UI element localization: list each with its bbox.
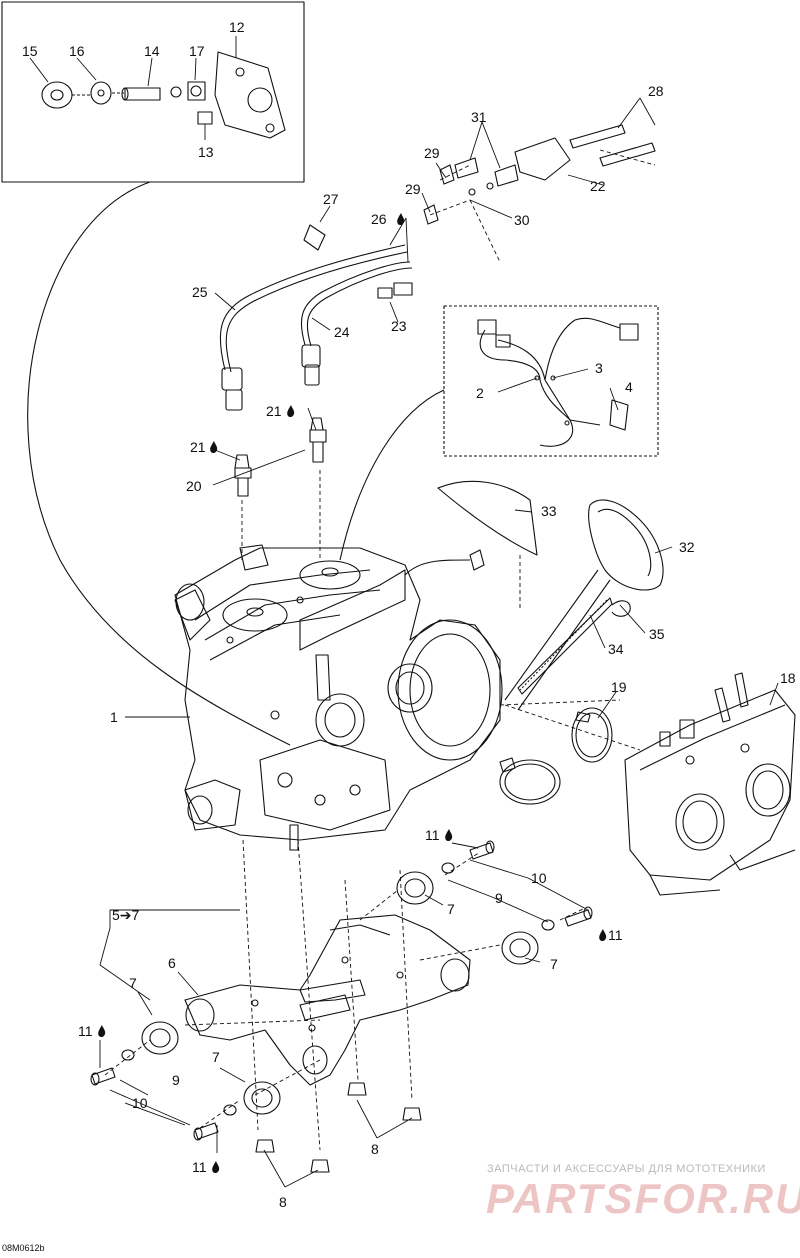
callout-11d: 11	[192, 1159, 207, 1175]
inset-parts	[41, 51, 286, 139]
connectors-top	[377, 124, 656, 299]
drop-icon	[210, 441, 218, 454]
carburetors	[624, 672, 796, 896]
watermark-logo: PARTSFOR.RU	[486, 1175, 800, 1222]
engine-block	[174, 544, 503, 851]
watermark-caption: ЗАПЧАСТИ И АКСЕССУАРЫ ДЛЯ МОТОТЕХНИКИ	[487, 1163, 766, 1175]
inset-box-top	[1, 1, 305, 183]
callout-25: 25	[192, 284, 208, 300]
callout-31: 31	[471, 109, 487, 125]
callout-29b: 29	[405, 181, 421, 197]
callout-20: 20	[186, 478, 202, 494]
inset-leader-curve	[27, 181, 291, 746]
callout-13: 13	[198, 144, 214, 160]
callout-3: 3	[595, 360, 603, 376]
callout-23: 23	[391, 318, 407, 334]
drawing-code: 08M0612b	[2, 1243, 45, 1253]
callout-leaders	[29, 36, 779, 1188]
callout-35: 35	[649, 626, 665, 642]
callout-10a: 10	[531, 870, 547, 886]
callout-28: 28	[648, 83, 664, 99]
callout-1: 1	[110, 709, 118, 725]
drop-icon	[98, 1025, 106, 1038]
callout-2: 2	[476, 385, 484, 401]
callout-22: 22	[590, 178, 606, 194]
engine-mount-plate	[184, 914, 471, 1086]
callout-21a: 21	[266, 403, 282, 419]
drop-icon	[397, 213, 405, 226]
callout-5to7: 5➔7	[112, 907, 140, 923]
assembly-lines	[104, 149, 656, 1151]
callout-24: 24	[334, 324, 350, 340]
callout-14: 14	[144, 43, 160, 59]
callout-18: 18	[780, 670, 796, 686]
callout-labels: 15 16 14 17 12 13 28 31 29 29 22 30 27 2…	[22, 19, 796, 1210]
wiring-harness	[477, 317, 639, 447]
callout-26: 26	[371, 211, 387, 227]
rubber-mounts	[141, 871, 539, 1115]
callout-21b: 21	[190, 439, 206, 455]
drop-icon	[212, 1161, 220, 1174]
callout-7b: 7	[550, 956, 558, 972]
callout-15: 15	[22, 43, 38, 59]
drop-icon	[445, 829, 453, 842]
fasteners	[90, 840, 593, 1173]
air-silencer-tube	[437, 480, 664, 711]
callout-7d: 7	[212, 1049, 220, 1065]
drop-icon	[599, 929, 607, 942]
callout-9b: 9	[172, 1072, 180, 1088]
spark-plugs	[234, 417, 327, 497]
drop-icon	[287, 405, 295, 418]
callout-29a: 29	[424, 145, 440, 161]
clamps	[499, 707, 613, 805]
callout-8a: 8	[371, 1141, 379, 1157]
callout-9a: 9	[495, 890, 503, 906]
callout-12: 12	[229, 19, 245, 35]
callout-10b: 10	[132, 1095, 148, 1111]
callout-34: 34	[608, 641, 624, 657]
callout-11a: 11	[425, 827, 440, 843]
callout-19: 19	[611, 679, 627, 695]
callout-27: 27	[323, 191, 339, 207]
callout-7c: 7	[129, 975, 137, 991]
callout-4: 4	[625, 379, 633, 395]
callout-11c: 11	[78, 1023, 93, 1039]
callout-7a: 7	[447, 901, 455, 917]
callout-6: 6	[168, 955, 176, 971]
inset-box-harness	[443, 305, 659, 457]
callout-8b: 8	[279, 1194, 287, 1210]
callout-32: 32	[679, 539, 695, 555]
callout-33: 33	[541, 503, 557, 519]
callout-17: 17	[189, 43, 205, 59]
spark-plug-wires	[219, 224, 413, 411]
harness-leader-curve	[339, 389, 445, 561]
callout-11b: 11	[608, 927, 623, 943]
callout-30: 30	[514, 212, 530, 228]
lubricant-drop-icons	[98, 213, 607, 1174]
callout-16: 16	[69, 43, 85, 59]
